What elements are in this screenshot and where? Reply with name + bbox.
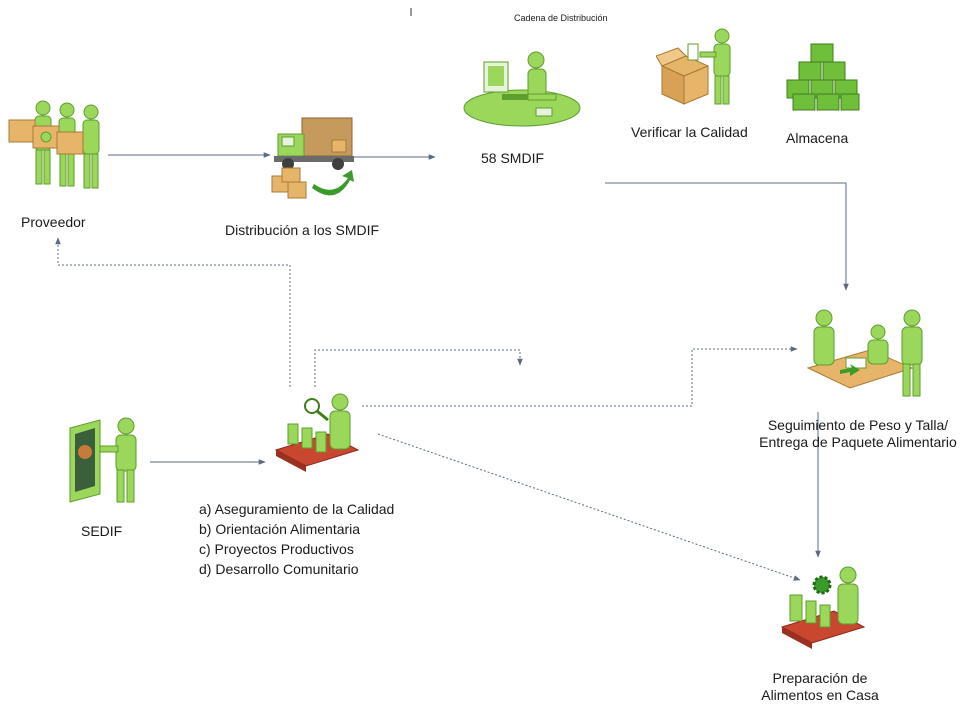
programas-item-c: c) Proyectos Productivos: [199, 541, 354, 557]
node-label-almacena: Almacena: [786, 130, 849, 146]
production-conveyor-icon: [780, 566, 866, 649]
node-label-preparacion: Preparación de Alimentos en Casa: [735, 670, 905, 704]
node-label-preparacion-line2: Alimentos en Casa: [761, 687, 879, 703]
inspect-box-icon: [656, 28, 731, 105]
node-label-distribucion: Distribución a los SMDIF: [225, 222, 380, 238]
node-label-smdif: 58 SMDIF: [481, 150, 545, 166]
arrow-programas-to-proveedor: [55, 237, 291, 387]
computer-workstation-icon: [463, 51, 581, 127]
meeting-table-icon: [806, 309, 923, 397]
node-label-verificar: Verificar la Calidad: [631, 124, 748, 140]
node-label-seguimiento-line2: Entrega de Paquete Alimentario: [759, 434, 957, 450]
arrow-programas-to-preparacion: [377, 433, 801, 581]
node-label-seguimiento-line1: Seguimiento de Peso y Talla/: [767, 417, 949, 433]
presentation-board-icon: [69, 417, 137, 503]
node-label-seguimiento: Seguimiento de Peso y Talla/ Entrega de …: [740, 417, 971, 451]
arrow-programas-loop: [314, 349, 523, 387]
programas-item-b: b) Orientación Alimentaria: [199, 521, 361, 537]
stacked-boxes-icon: [786, 43, 860, 111]
quality-conveyor-icon: [274, 393, 360, 472]
suppliers-with-boxes-icon: [8, 100, 100, 189]
programas-list: a) Aseguramiento de la Calidad b) Orient…: [199, 499, 394, 579]
arrow-programas-to-seguimiento: [362, 346, 798, 407]
programas-item-a: a) Aseguramiento de la Calidad: [199, 501, 395, 517]
node-label-sedif: SEDIF: [81, 523, 123, 539]
diagram-title: Cadena de Distribución: [514, 13, 608, 23]
node-label-preparacion-line1: Preparación de: [772, 670, 868, 686]
node-label-proveedor: Proveedor: [21, 214, 86, 230]
arrow-smdif-to-seguimiento: [605, 182, 849, 291]
programas-item-d: d) Desarrollo Comunitario: [199, 561, 359, 577]
delivery-truck-icon: [271, 117, 354, 199]
